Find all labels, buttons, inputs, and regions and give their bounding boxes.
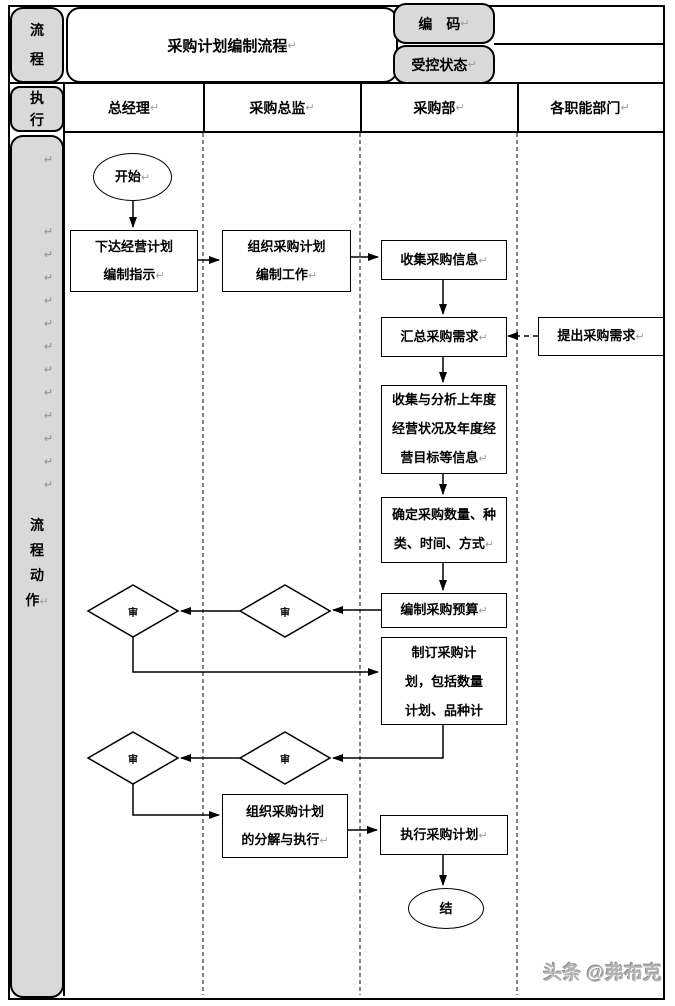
- return-mark: ↵: [635, 331, 645, 343]
- node-execute-plan: 执行采购计划↵: [380, 815, 508, 855]
- table-border: [8, 5, 665, 1000]
- return-mark: ↵: [140, 171, 151, 184]
- lane-header-functional-depts: 各职能部门↵: [519, 85, 661, 130]
- controlled-status-tab: 受控状态↵: [393, 45, 495, 84]
- return-mark: ↵: [43, 364, 53, 376]
- return-mark: ↵: [43, 226, 53, 238]
- return-mark: ↵: [43, 479, 53, 491]
- start-terminator: 开始↵: [93, 153, 172, 201]
- flow-actions-label: 流 程 动 作↵: [25, 517, 49, 608]
- node-determine-details: 确定采购数量、种 类、时间、方式↵: [381, 497, 507, 563]
- node-issue-plan-instruction: 下达经营计划 编制指示↵: [70, 230, 198, 292]
- return-mark: ↵: [478, 453, 488, 465]
- return-mark: ↵: [307, 269, 318, 282]
- lane-header-procurement-director: 采购总监↵: [205, 85, 359, 130]
- node-summarize-demand: 汇总采购需求↵: [381, 317, 507, 357]
- end-terminator: 结: [408, 888, 484, 929]
- return-mark: ↵: [478, 254, 488, 267]
- node-collect-info: 收集采购信息↵: [381, 240, 507, 280]
- return-mark: ↵: [620, 102, 630, 114]
- execute-tab-label: 执 行: [30, 90, 44, 128]
- decision-review-4: 审: [280, 754, 290, 766]
- header-row-divider: [63, 131, 663, 133]
- return-mark: ↵: [43, 295, 53, 307]
- header-cell-divider-3: [517, 84, 519, 131]
- controlled-status-label: 受控状态: [411, 56, 468, 73]
- return-mark: ↵: [460, 18, 470, 30]
- code-row-divider: [494, 43, 663, 45]
- return-mark: ↵: [155, 269, 165, 282]
- code-tab: 编 码↵: [393, 3, 495, 44]
- return-mark: ↵: [478, 605, 488, 617]
- return-mark: ↵: [43, 154, 53, 166]
- return-mark: ↵: [455, 102, 465, 114]
- return-mark: ↵: [43, 249, 53, 261]
- sidebar-divider: [63, 82, 65, 996]
- page-title: 采购计划编制流程: [167, 37, 288, 55]
- node-analyze-info: 收集与分析上年度 经营状况及年度经 营目标等信息↵: [381, 385, 507, 474]
- return-mark: ↵: [43, 410, 53, 422]
- decision-review-2: 审: [280, 607, 290, 619]
- node-budget: 编制采购预算↵: [381, 593, 507, 628]
- process-tab-label: 流 程: [30, 22, 44, 67]
- return-mark: ↵: [43, 387, 53, 399]
- return-mark: ↵: [287, 39, 297, 52]
- node-propose-demand: 提出采购需求↵: [538, 317, 664, 356]
- return-mark: ↵: [43, 318, 53, 330]
- return-mark: ↵: [43, 456, 53, 468]
- lane-header-general-manager: 总经理↵: [65, 85, 202, 130]
- title-row-divider: [8, 82, 663, 84]
- flow-actions-sidebar: ↵ ↵ ↵ ↵ ↵ ↵ ↵ ↵ ↵ ↵ ↵ ↵ ↵ 流 程 动 作↵: [10, 135, 64, 998]
- return-mark: ↵: [319, 834, 329, 847]
- return-mark: ↵: [149, 102, 160, 114]
- return-mark: ↵: [478, 829, 488, 842]
- code-label: 编 码: [418, 15, 461, 32]
- return-mark: ↵: [39, 596, 49, 608]
- return-mark: ↵: [478, 331, 488, 344]
- node-decompose-execute: 组织采购计划 的分解与执行↵: [222, 794, 348, 858]
- flowchart-title-box: 采购计划编制流程↵: [66, 7, 398, 83]
- header-cell-divider-1: [203, 84, 205, 131]
- return-mark: ↵: [305, 102, 315, 114]
- return-mark: ↵: [43, 272, 53, 284]
- node-organize-preparation: 组织采购计划 编制工作↵: [222, 230, 351, 292]
- watermark: 头条 @弗布克: [543, 963, 662, 984]
- decision-review-1: 审: [128, 607, 138, 619]
- lane-header-procurement-dept: 采购部↵: [362, 85, 516, 130]
- return-mark: ↵: [484, 539, 495, 551]
- return-mark: ↵: [467, 59, 477, 71]
- node-make-plan: 制订采购计 划，包括数量 计划、品种计: [381, 637, 507, 725]
- return-mark: ↵: [43, 433, 53, 445]
- decision-review-3: 审: [128, 754, 138, 766]
- header-cell-divider-2: [360, 84, 362, 131]
- execute-tab: 执 行: [10, 86, 64, 132]
- process-tab: 流 程: [10, 7, 64, 83]
- return-mark: ↵: [43, 341, 53, 353]
